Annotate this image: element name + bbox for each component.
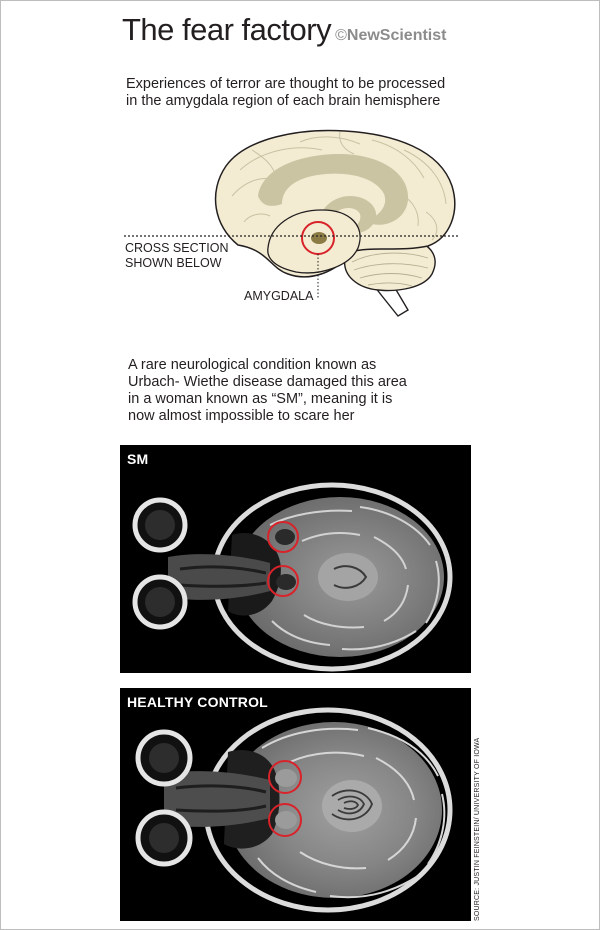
limbic-band — [258, 154, 409, 225]
condition-line: Urbach- Wiethe disease damaged this area — [128, 374, 407, 390]
midbrain — [322, 780, 382, 832]
scan-label-sm: SM — [127, 451, 149, 467]
amygdala-bottom — [275, 811, 297, 829]
cross-section-label-line: CROSS SECTION — [125, 241, 229, 255]
scan-label-healthy-control: HEALTHY CONTROL — [127, 694, 268, 710]
highlight-ring-bottom — [268, 803, 302, 837]
brain-gyri — [231, 131, 447, 241]
amygdala-dot — [311, 232, 327, 244]
condition-line: A rare neurological condition known as — [128, 357, 377, 373]
amygdala-lesion-top — [275, 529, 295, 545]
highlight-ring-bottom — [267, 565, 299, 597]
mri-scan-sm — [132, 482, 453, 672]
highlight-ring-top — [267, 521, 299, 553]
condition-line: now almost impossible to scare her — [128, 408, 355, 424]
brand-name: NewScientist — [346, 27, 447, 44]
hippocampus — [318, 196, 377, 238]
amygdala-label: AMYGDALA — [244, 289, 314, 303]
midbrain — [318, 553, 378, 601]
cross-section-label-line: SHOWN BELOW — [125, 256, 222, 270]
header: The fear factory ©NewScientist — [122, 12, 446, 52]
intro-text: Experiences of terror are thought to be … — [126, 76, 445, 110]
nasal-structure — [164, 771, 270, 827]
source-credit: SOURCE: JUSTIN FEINSTEIN/ UNIVERSITY OF … — [474, 737, 481, 921]
amygdala-lesion-bottom — [276, 574, 296, 590]
new-scientist-credit: ©NewScientist — [335, 27, 446, 45]
condition-line: in a woman known as “SM”, meaning it is — [128, 391, 393, 407]
cortical-folds — [269, 506, 440, 651]
page-title: The fear factory — [122, 12, 332, 47]
highlight-ring-top — [268, 760, 302, 794]
mri-scan-healthy-control — [135, 707, 453, 913]
brain-illustration — [124, 129, 458, 317]
amygdala-top — [275, 769, 297, 787]
scan-panel-healthy-control: HEALTHY CONTROL — [120, 688, 471, 921]
cortical-folds — [257, 727, 446, 899]
condition-text: A rare neurological condition known as U… — [128, 357, 407, 425]
cross-section-label: CROSS SECTION SHOWN BELOW — [125, 241, 229, 271]
nasal-structure — [168, 554, 270, 600]
intro-line: Experiences of terror are thought to be … — [126, 76, 446, 92]
intro-line: in the amygdala region of each brain hem… — [126, 93, 441, 109]
cerebellum-folds — [351, 252, 429, 287]
copyright-symbol: © — [335, 27, 347, 44]
scan-panel-sm: SM — [120, 445, 471, 673]
